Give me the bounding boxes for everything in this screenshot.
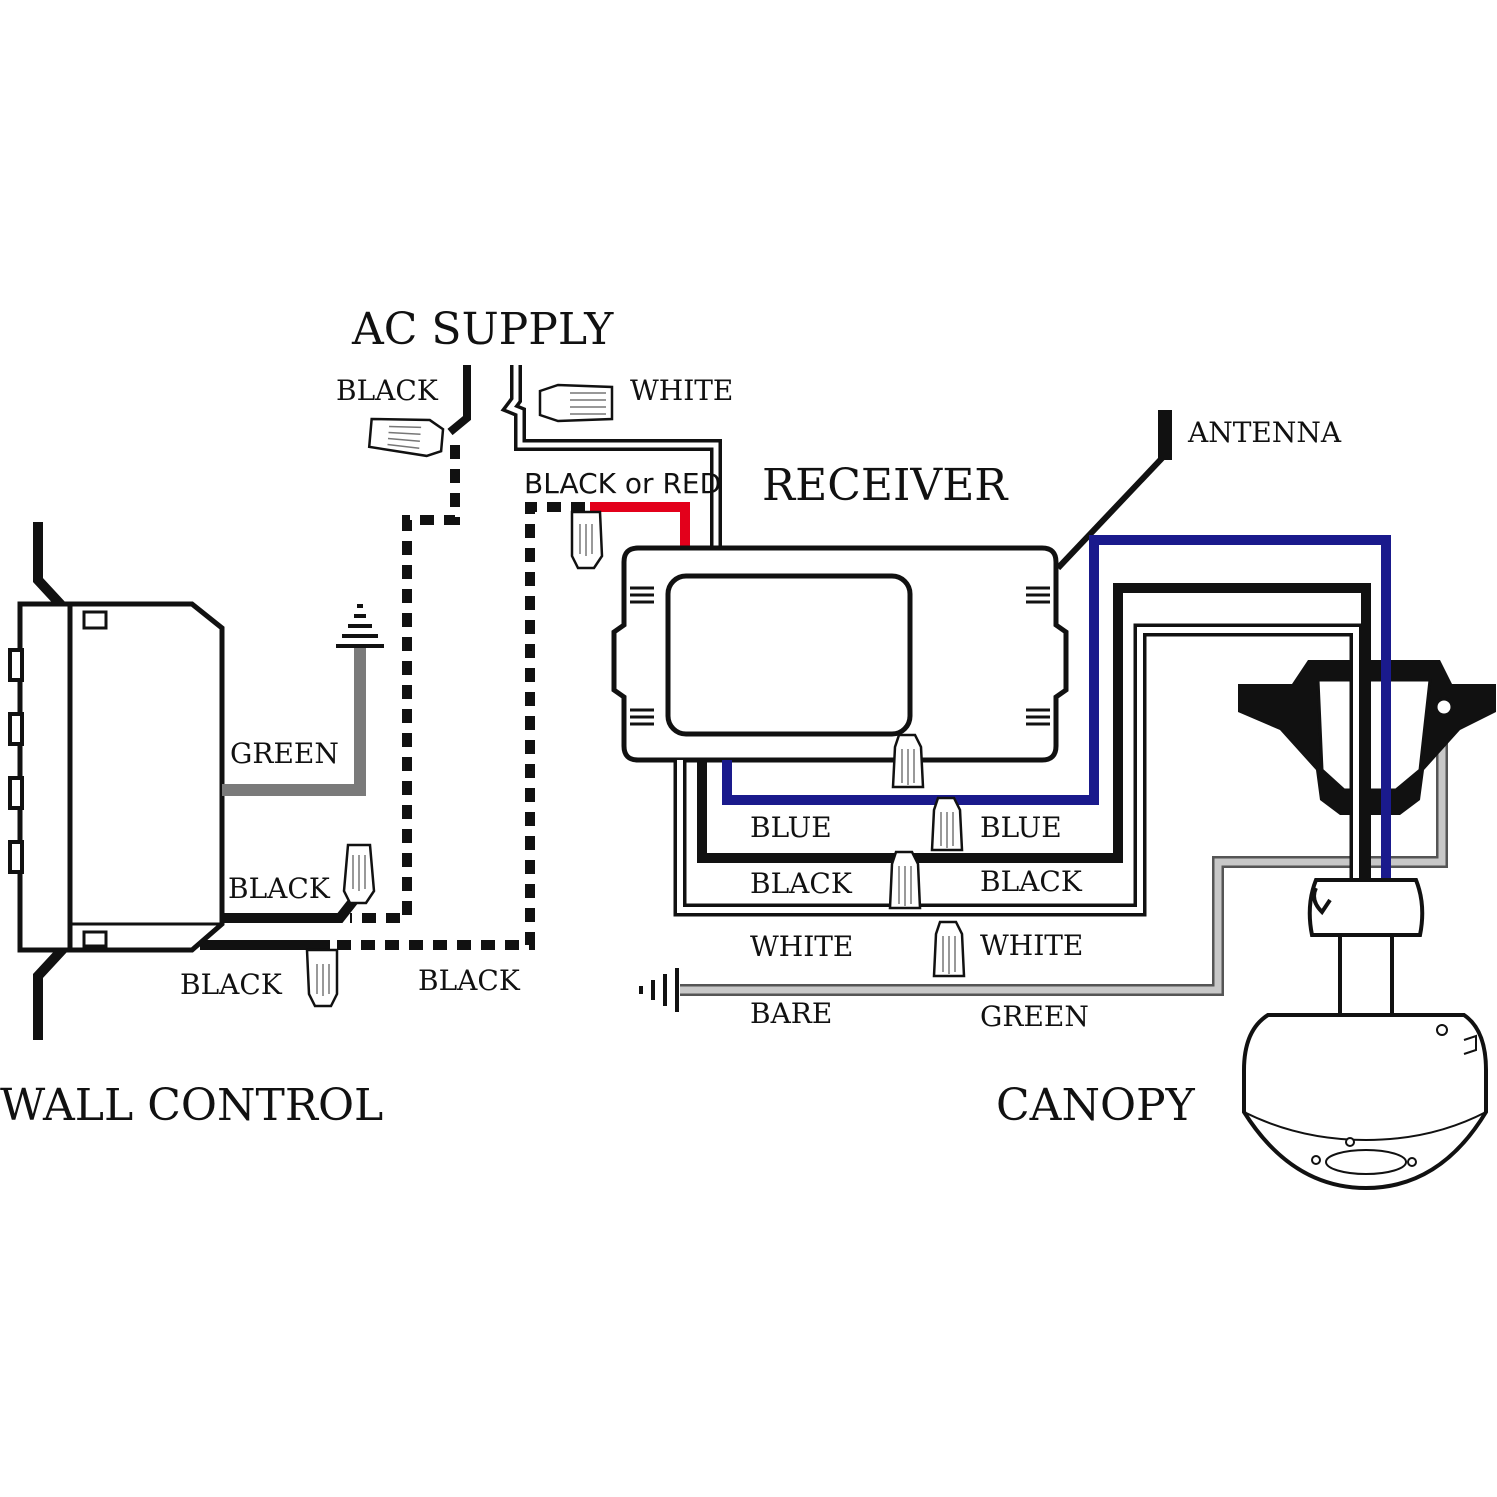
black-wall-lower-label: BLACK	[180, 968, 283, 1001]
wire-nut-blue-upper	[891, 733, 925, 789]
receiver-vents	[630, 586, 1050, 726]
wire-nut-white	[932, 920, 966, 978]
canopy-group: CANOPY	[996, 560, 1496, 1191]
wire-nut-supply-white	[538, 383, 614, 423]
downrod	[1338, 933, 1394, 1017]
supply-white-label: WHITE	[630, 374, 733, 407]
dashed-black-wire-supply	[350, 445, 460, 923]
wall-box	[67, 601, 225, 953]
wall-buttons	[8, 648, 24, 874]
antenna-tip	[1158, 410, 1172, 460]
ac-supply-title: AC SUPPLY	[351, 304, 614, 355]
white-right-label: WHITE	[980, 929, 1083, 962]
ground-symbol-bare-icon	[639, 968, 679, 1012]
antenna-label: ANTENNA	[1187, 416, 1342, 449]
blue-left-label: BLUE	[750, 811, 832, 844]
black-wall-upper-label: BLACK	[228, 872, 331, 905]
white-left-label: WHITE	[750, 930, 853, 963]
wire-nut-black	[888, 850, 922, 910]
supply-black-wire	[447, 365, 471, 436]
red-wire	[590, 502, 690, 548]
dashed-black-wire-red	[330, 502, 585, 950]
wire-nut-supply-black	[367, 417, 445, 458]
receiver-title: RECEIVER	[762, 460, 1009, 511]
black-right-label: BLACK	[980, 865, 1083, 898]
antenna-wire	[1055, 452, 1168, 571]
wire-nut-wall-black-upper	[342, 843, 376, 905]
black-dashed-label: BLACK	[418, 964, 521, 997]
green-wall-label: GREEN	[230, 737, 339, 770]
black-left-label: BLACK	[750, 867, 853, 900]
blue-right-label: BLUE	[980, 811, 1062, 844]
receiver-group: ANTENNA RECEIVER	[611, 410, 1342, 763]
black-or-red-label: BLACK or RED	[524, 467, 721, 500]
canopy-title: CANOPY	[996, 1080, 1196, 1131]
wire-nut-wall-black-lower	[305, 948, 339, 1008]
green-canopy-label: GREEN	[980, 1000, 1089, 1033]
wire-nut-blue-lower	[930, 796, 964, 852]
ground-symbol-wall-icon	[336, 604, 384, 648]
green-ground-wire	[222, 648, 366, 796]
receiver-label-plate	[665, 573, 913, 737]
wall-control-title: WALL CONTROL	[0, 1080, 383, 1131]
bracket-screw-icon	[1434, 697, 1454, 717]
wall-control-group: GREEN BLACK BLACK BLACK WALL CONTROL	[0, 522, 521, 1131]
output-wire-nuts	[888, 733, 966, 978]
wire-nut-black-red	[570, 510, 604, 570]
hanger-ball	[1307, 878, 1425, 937]
bare-label: BARE	[750, 997, 832, 1030]
supply-black-label: BLACK	[336, 374, 439, 407]
wall-faceplate	[17, 601, 73, 953]
canopy-dome	[1242, 1013, 1488, 1191]
ac-supply-group: AC SUPPLY BLACK WHITE BLACK or RED	[330, 304, 733, 950]
